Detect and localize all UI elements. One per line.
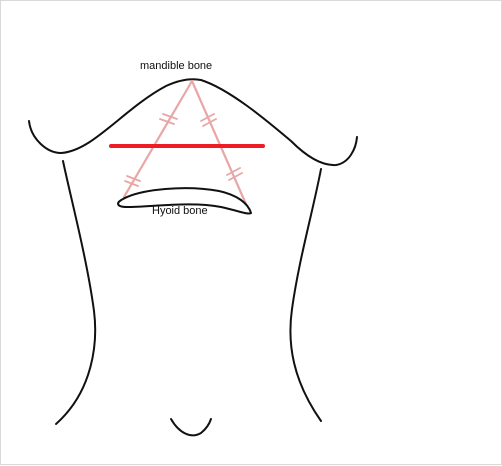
neck-outline	[29, 79, 357, 435]
jaw-outline	[29, 79, 357, 165]
sternal-notch	[171, 419, 211, 435]
mandible-bone-label: mandible bone	[140, 60, 212, 72]
hyoid-bone-label: Hyoid bone	[152, 205, 208, 217]
left-neck-contour	[56, 161, 95, 424]
right-neck-contour	[290, 169, 321, 421]
tick-marks	[125, 114, 242, 186]
